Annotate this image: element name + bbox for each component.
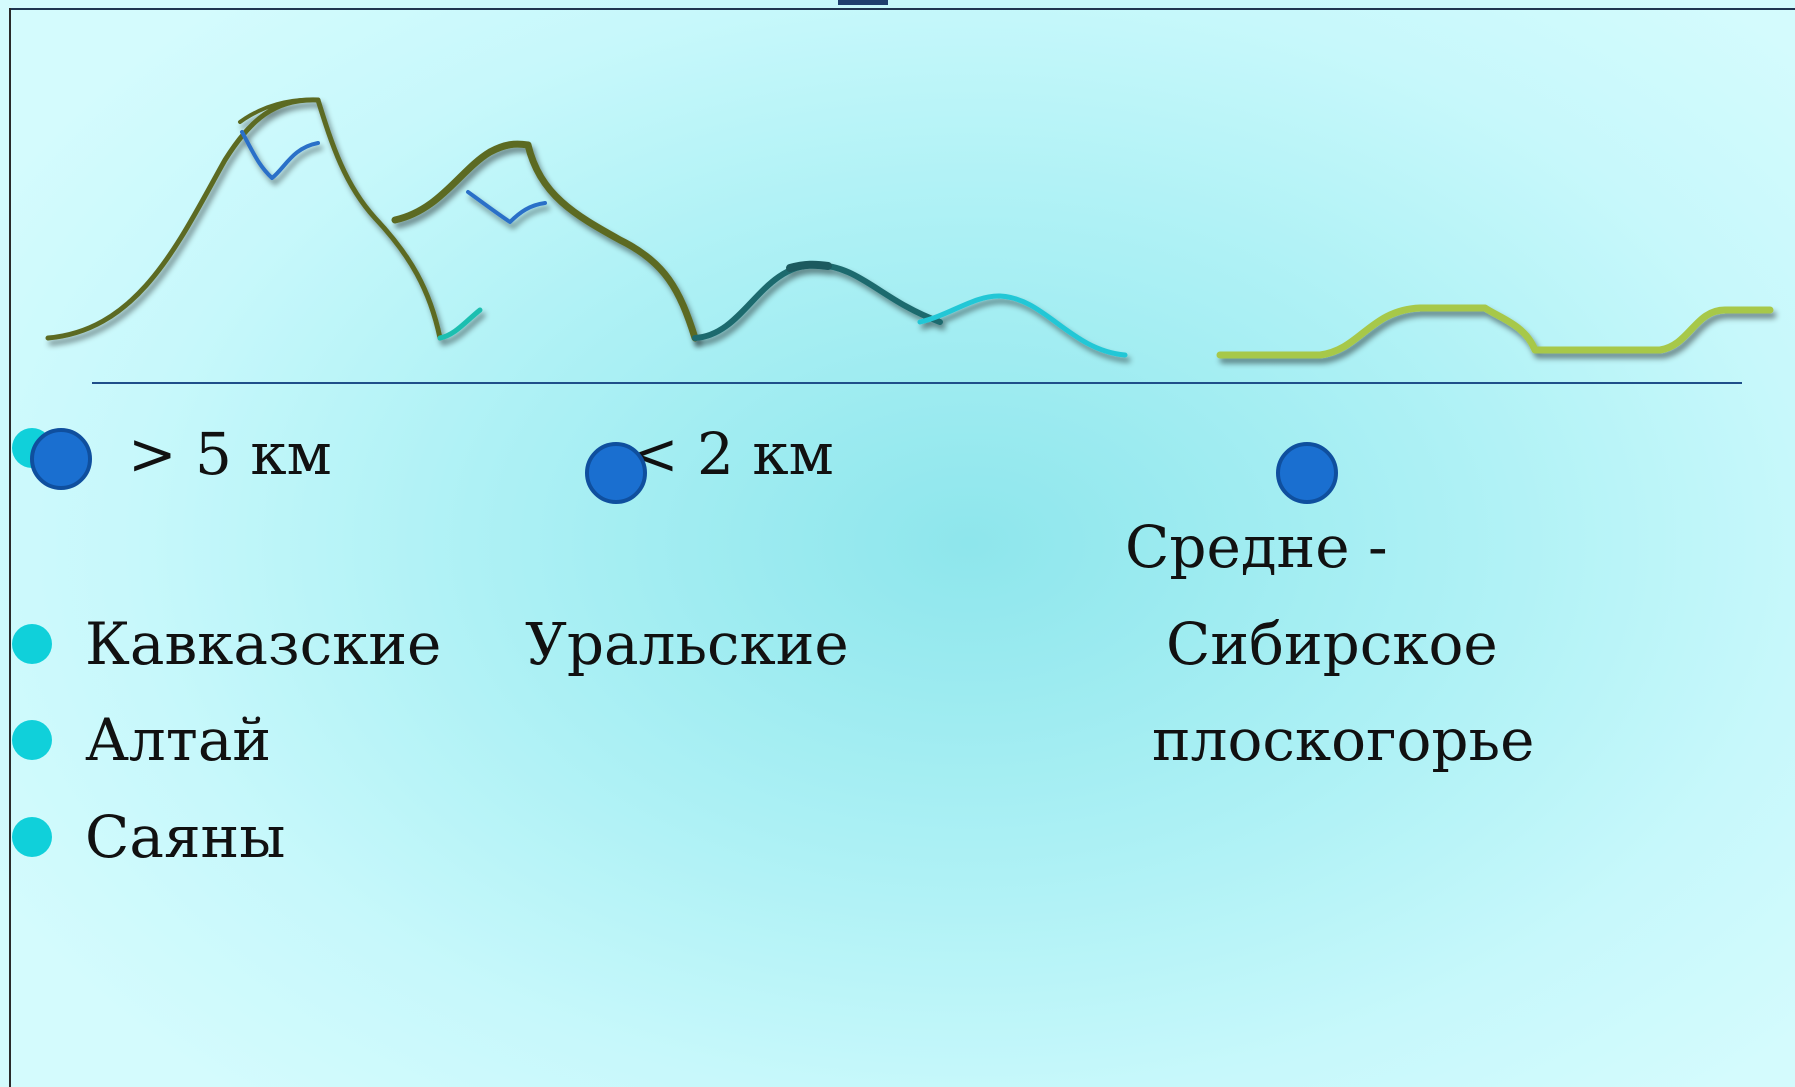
slide-left-border — [9, 8, 11, 1087]
plateau-icon — [1216, 304, 1774, 359]
slide-top-border — [10, 8, 1795, 10]
title-underline-fragment — [838, 0, 888, 5]
glacier-left — [240, 130, 320, 180]
low-mountains-icon — [692, 260, 1128, 358]
high-mountains-icon — [45, 97, 699, 342]
high-peak-right-slope — [315, 97, 443, 341]
second-peak-slope — [524, 141, 699, 342]
list-item-urals: Уральские — [525, 610, 849, 678]
bullet-primary — [1276, 442, 1338, 504]
foothill-teal — [437, 307, 483, 341]
bullet-primary — [30, 428, 92, 490]
plateau-name-line-2: Сибирское — [1166, 610, 1498, 678]
bullet-item — [12, 720, 52, 760]
bullet-item — [12, 817, 52, 857]
bullet-primary — [585, 442, 647, 504]
high-peak-ridge — [238, 97, 320, 124]
list-item-caucasus: Кавказские — [85, 610, 442, 678]
low-hill-1 — [692, 262, 943, 341]
glacier-right — [466, 190, 547, 224]
height-label-low: < 2 км — [630, 420, 834, 488]
low-hill-1-top — [786, 260, 832, 272]
plateau-name-line-3: плоскогорье — [1152, 706, 1535, 774]
plateau-profile — [1216, 304, 1774, 359]
high-peak-left — [45, 97, 321, 341]
terrain-profile-illustration — [45, 97, 1774, 384]
list-item-altai: Алтай — [85, 706, 272, 774]
plateau-name-line-1: Средне - — [1125, 513, 1388, 581]
height-label-high: > 5 км — [128, 420, 332, 488]
list-item-sayany: Саяны — [85, 803, 286, 871]
bullet-item — [12, 624, 52, 664]
second-peak — [391, 140, 532, 224]
low-hill-2 — [917, 293, 1128, 358]
